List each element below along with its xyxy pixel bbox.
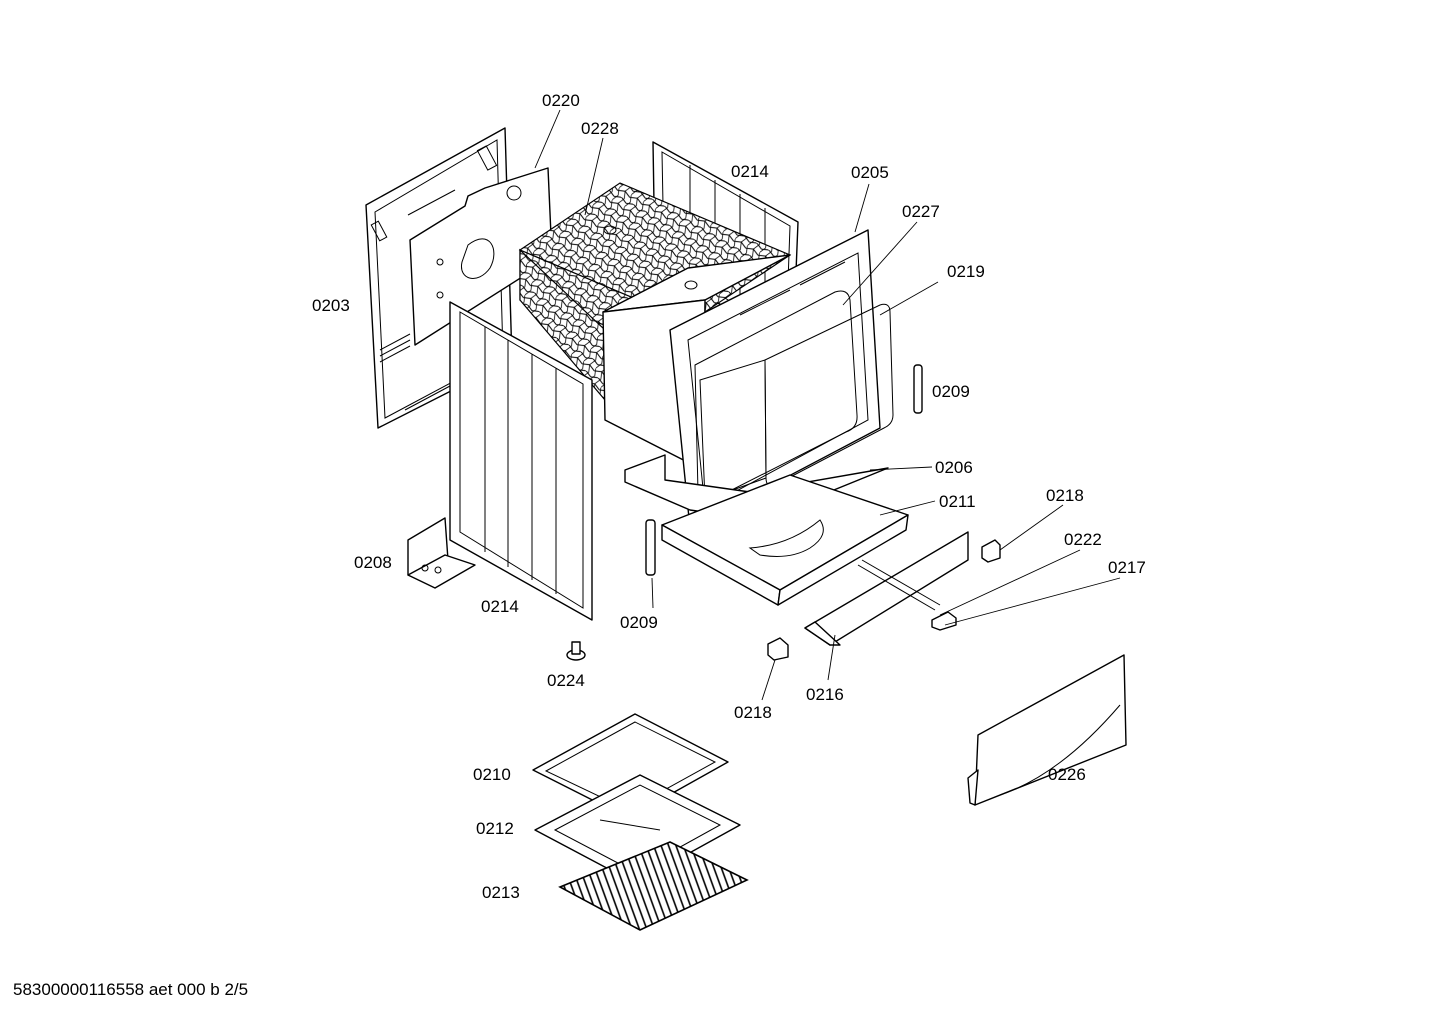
deep-pan-part: [534, 774, 741, 884]
callout-0227: 0227: [902, 202, 940, 221]
callout-0224: 0224: [547, 671, 585, 690]
callout-0212: 0212: [476, 819, 514, 838]
callout-0213: 0213: [482, 883, 520, 902]
callout-0210: 0210: [473, 765, 511, 784]
clip-bottom-part: [767, 637, 789, 661]
callout-0219: 0219: [947, 262, 985, 281]
hinge-right-part: [913, 364, 923, 414]
callout-labels: 0220 0228 0214 0205 0227 0219 0203 0209 …: [312, 91, 1146, 902]
callout-0214-bottom: 0214: [481, 597, 519, 616]
front-frame-part: [669, 229, 881, 529]
fan-cover-plate-part: [409, 167, 553, 346]
callout-0205: 0205: [851, 163, 889, 182]
callout-0218-bottom: 0218: [734, 703, 772, 722]
document-code: 58300000116558 aet 000 b 2/5: [13, 980, 249, 999]
latch-part: [931, 611, 957, 631]
kick-plate-part: [967, 654, 1127, 806]
callout-0222: 0222: [1064, 530, 1102, 549]
callout-0203: 0203: [312, 296, 350, 315]
runner-rail-part: [804, 531, 969, 646]
clip-right-part: [981, 539, 1001, 563]
callout-0214-top: 0214: [731, 162, 769, 181]
foot-part: [566, 641, 586, 661]
callout-0209-right: 0209: [932, 382, 970, 401]
callout-0206: 0206: [935, 458, 973, 477]
callout-0220: 0220: [542, 91, 580, 110]
callout-0211: 0211: [939, 492, 976, 511]
callout-0218-right: 0218: [1046, 486, 1084, 505]
leader-lines: [534, 109, 1121, 701]
callout-0216: 0216: [806, 685, 844, 704]
callout-0226: 0226: [1048, 765, 1086, 784]
side-panel-bottom-part: [449, 301, 593, 621]
glass-shelf-part: [624, 454, 889, 521]
callout-0228: 0228: [581, 119, 619, 138]
wire-grid-part: [558, 841, 749, 931]
hinge-bottom-part: [645, 519, 656, 576]
callout-0209-bottom: 0209: [620, 613, 658, 632]
callout-0217: 0217: [1108, 558, 1146, 577]
callout-0208: 0208: [354, 553, 392, 572]
bottom-bracket-part: [407, 517, 476, 589]
bottom-tray-part: [661, 474, 909, 606]
